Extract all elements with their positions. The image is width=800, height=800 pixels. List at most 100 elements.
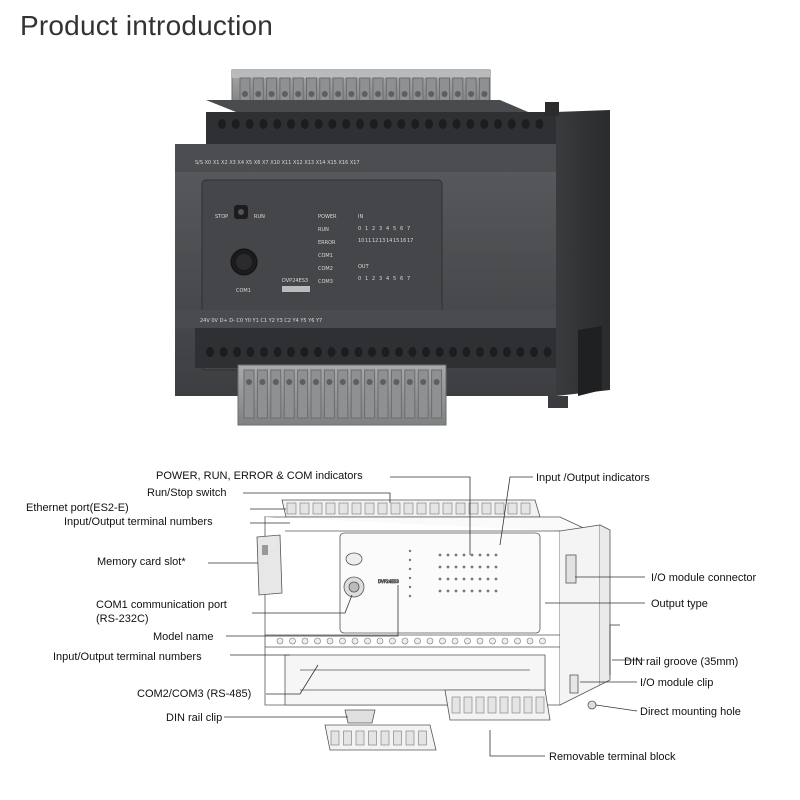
terminal-tooth (355, 730, 365, 746)
terminal-hole (328, 119, 337, 129)
terminal-screw-head (272, 379, 279, 385)
terminal-hole (507, 119, 516, 129)
terminal-screw-head (441, 91, 448, 97)
terminal-hole (233, 347, 241, 357)
terminal-screw (465, 77, 477, 103)
callout-din-rail-groove: DIN rail groove (35mm) (624, 656, 738, 668)
terminal-screw (425, 77, 437, 103)
callout-io-terminal-numbers-bottom: Input/Output terminal numbers (53, 651, 202, 663)
svg-text:DVP24ES3: DVP24ES3 (378, 579, 399, 584)
terminal-hole (260, 347, 268, 357)
terminal-screw (372, 77, 384, 103)
terminal-screw-head (366, 379, 373, 385)
terminal-tooth (299, 502, 310, 515)
terminal-screw (478, 77, 490, 103)
terminal-tooth (481, 502, 492, 515)
led-dot (454, 565, 458, 569)
terminal-screw-head (255, 91, 262, 97)
terminal-screw (332, 77, 344, 103)
top-terminal-numbers: S/S X0 X1 X2 X3 X4 X5 X6 X7 X10 X11 X12 … (195, 160, 360, 166)
terminal-screw (439, 77, 450, 103)
page-title: Product introduction (20, 10, 274, 41)
terminal-hole (314, 119, 323, 129)
terminal-hole (287, 119, 295, 129)
terminal-screw-head (361, 91, 368, 97)
terminal-hole (300, 347, 309, 357)
in-number: 14 (386, 238, 392, 244)
device-line-art: DVP24ES3 (256, 499, 611, 751)
out-number: 6 (400, 276, 403, 282)
led-dot (470, 553, 474, 557)
in-number: 0 (358, 226, 361, 232)
terminal-screw-head (433, 379, 440, 385)
terminal-hole (369, 119, 378, 129)
terminal-hole (327, 347, 336, 357)
terminal-hole (381, 347, 390, 357)
terminal-hole (273, 347, 282, 357)
terminal-tooth (535, 696, 545, 714)
terminal-hole (395, 347, 403, 357)
out-number: 3 (379, 276, 382, 282)
led-dot (454, 577, 458, 581)
led-dot (438, 589, 442, 593)
terminal-hole (489, 637, 496, 645)
terminal-hole (439, 637, 446, 645)
terminal-screw-head (335, 91, 342, 97)
terminal-tooth (499, 696, 509, 714)
terminal-hole (218, 119, 226, 129)
terminal-hole (426, 637, 434, 645)
terminal-hole (438, 119, 447, 129)
labeled-diagram: DVP24ES3 POWER, RUN, ERROR & COM indicat… (26, 470, 757, 763)
terminal-screw (431, 369, 443, 419)
led-dot (446, 565, 450, 569)
terminal-hole (480, 119, 489, 129)
terminal-screw-head (313, 379, 319, 385)
terminal-screw (404, 369, 416, 419)
status-led-dot (408, 567, 412, 571)
terminal-hole (231, 119, 240, 129)
led-dot (470, 565, 474, 569)
terminal-screw-head (401, 91, 408, 97)
status-led-dot (408, 558, 412, 562)
led-dot (438, 553, 442, 557)
terminal-hole (326, 637, 334, 645)
terminal-hole (314, 637, 321, 645)
callout-com2-com3: COM2/COM3 (RS-485) (137, 688, 251, 700)
terminal-screw (283, 369, 295, 419)
terminal-screw (417, 369, 429, 419)
callout-io-terminal-numbers-top: Input/Output terminal numbers (64, 516, 213, 528)
led-dot (478, 553, 482, 557)
terminal-hole (246, 347, 255, 357)
terminal-hole (422, 347, 430, 357)
terminal-hole (206, 347, 214, 357)
terminal-tooth (338, 502, 349, 515)
led-dot (470, 589, 474, 593)
terminal-screw-head (375, 91, 381, 97)
terminal-screw (256, 369, 268, 419)
callout-ethernet-port: Ethernet port(ES2-E) (26, 502, 129, 514)
terminal-tooth (463, 696, 473, 714)
terminal-hole (401, 637, 409, 645)
terminal-screw (270, 369, 282, 419)
terminal-tooth (351, 502, 362, 515)
terminal-hole (501, 637, 509, 645)
led-dot (486, 565, 490, 569)
terminal-screw-head (406, 379, 413, 385)
terminal-tooth (416, 502, 427, 515)
indicator-label: POWER (318, 214, 337, 220)
terminal-screw-head (414, 91, 421, 97)
in-number: 2 (372, 226, 375, 232)
callout-power-run-error-com-indicators: POWER, RUN, ERROR & COM indicators (156, 470, 363, 482)
terminal-screw-head (339, 379, 346, 385)
out-number: 5 (393, 276, 396, 282)
terminal-screw (337, 369, 349, 419)
terminal-hole (452, 119, 461, 129)
terminal-hole (462, 347, 471, 357)
terminal-screw (252, 77, 264, 103)
indicator-label: COM1 (318, 253, 333, 259)
terminal-hole (339, 637, 346, 645)
in-number: 15 (393, 238, 399, 244)
terminal-tooth (325, 502, 336, 515)
terminal-tooth (393, 730, 402, 746)
